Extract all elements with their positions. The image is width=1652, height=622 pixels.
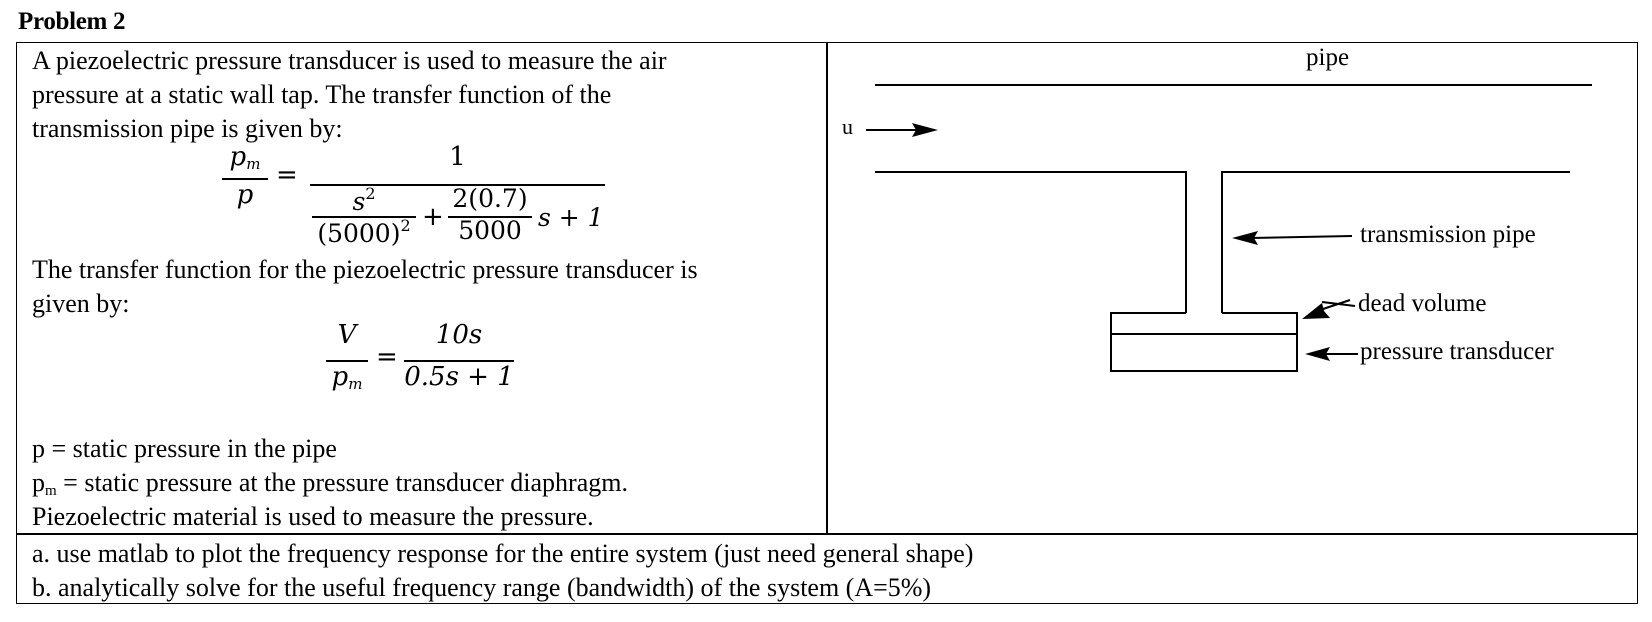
eq2-lhs-bar [326, 360, 368, 362]
row-divider [16, 533, 1638, 535]
eq2-rhs-denominator: 0.5s + 1 [404, 362, 514, 392]
eq1-lhs-bar [222, 178, 268, 180]
eq2-equals: = [376, 342, 398, 372]
eq2-rhs-numerator: 10s [435, 320, 483, 350]
flow-arrow-head [912, 123, 938, 137]
eq2-lhs-numerator: V [337, 320, 357, 350]
eq1-rhs-numerator: 1 [449, 142, 466, 172]
eq1-term1-denominator: (5000)2 [317, 216, 411, 248]
eq1-term2-denominator: 5000 [458, 216, 522, 245]
column-divider [826, 42, 828, 534]
flow-velocity-label: u [842, 114, 853, 139]
problem-title: Problem 2 [18, 8, 126, 35]
pm-definition: pm = static pressure at the pressure tra… [32, 468, 628, 499]
eq1-equals: = [276, 160, 298, 190]
piezo-note: Piezoelectric material is used to measur… [32, 502, 594, 531]
eq1-term1-bar [312, 216, 416, 218]
intro-line-1: A piezoelectric pressure transducer is u… [32, 46, 667, 75]
eq2-lhs-denominator: pm [331, 362, 363, 393]
p-definition: p = static pressure in the pipe [32, 434, 337, 463]
eq1-lhs-denominator: p [236, 180, 254, 210]
intro-line-3: transmission pipe is given by: [32, 114, 343, 143]
eq1-plus: + [422, 202, 444, 232]
eq1-term2-numerator: 2(0.7) [452, 184, 528, 213]
transducer-line-1: The transfer function for the piezoelect… [32, 255, 698, 284]
dead-volume-label: dead volume [1358, 290, 1487, 317]
task-b: b. analytically solve for the useful fre… [32, 573, 932, 602]
task-a: a. use matlab to plot the frequency resp… [32, 539, 974, 568]
intro-line-2: pressure at a static wall tap. The trans… [32, 80, 612, 109]
eq1-main-bar [310, 184, 605, 186]
eq1-term1-numerator: 2s2 [352, 184, 376, 216]
pipe-label: pipe [1306, 44, 1350, 71]
transducer-line-2: given by: [32, 289, 130, 318]
eq2-rhs-bar [404, 360, 514, 362]
pressure-transducer-label: pressure transducer [1360, 338, 1554, 365]
eq1-tail: s + 1 [538, 203, 604, 232]
transmission-pipe-label: transmission pipe [1360, 221, 1536, 248]
eq1-term2-bar [448, 216, 532, 218]
eq1-lhs-numerator: pm [229, 142, 261, 173]
